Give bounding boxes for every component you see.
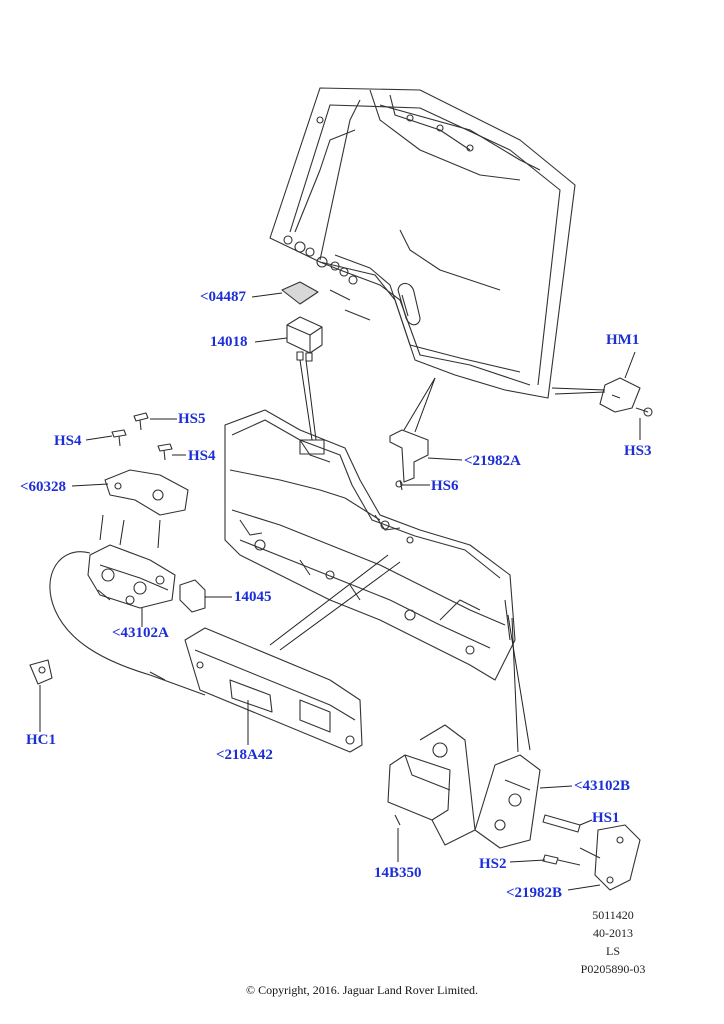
callout-14b350: 14B350 <box>374 865 422 881</box>
part-hc1-cable <box>29 551 206 696</box>
part-218a42-module <box>184 627 363 753</box>
part-14018-switch <box>286 316 323 362</box>
callout-21982b: <21982B <box>506 885 563 901</box>
callout-04487: <04487 <box>200 289 247 305</box>
copyright-notice: © Copyright, 2016. Jaguar Land Rover Lim… <box>245 983 479 997</box>
callout-21982a: <21982A <box>464 453 521 469</box>
part-21982a-bracket <box>389 429 429 491</box>
reference-line-3: LS <box>605 944 620 958</box>
reference-line-1: 5011420 <box>592 908 634 922</box>
callout-hs5: HS5 <box>178 411 206 427</box>
part-14b350-actuator <box>387 724 476 846</box>
callout-218a42: <218A42 <box>216 747 273 763</box>
callout-hs4-right: HS4 <box>188 448 216 464</box>
callout-hs2: HS2 <box>479 856 507 872</box>
lower-tailgate-panel <box>224 409 516 681</box>
part-21982b-striker <box>579 824 641 891</box>
callout-hs1: HS1 <box>592 810 620 826</box>
part-04487 <box>281 281 319 305</box>
upper-tailgate-panel <box>269 87 576 399</box>
reference-line-4: P0205890-03 <box>580 962 646 976</box>
callout-14045: 14045 <box>234 589 272 605</box>
reference-line-2: 40-2013 <box>593 926 633 940</box>
screws-hs4-hs5 <box>111 412 173 461</box>
callout-hs6: HS6 <box>431 478 459 494</box>
callout-60328: <60328 <box>20 479 67 495</box>
callout-43102a: <43102A <box>112 625 169 641</box>
callout-hs3: HS3 <box>624 443 652 459</box>
callout-hs4-left: HS4 <box>54 433 82 449</box>
part-43102a-latch <box>87 544 176 609</box>
callout-43102b: <43102B <box>574 778 631 794</box>
part-60328-bracket <box>104 469 189 516</box>
callout-14018: 14018 <box>210 334 248 350</box>
callout-hc1: HC1 <box>26 732 56 748</box>
part-14045-actuator <box>179 579 206 613</box>
part-hm1-hinge <box>599 377 653 417</box>
part-43102b-latch <box>474 754 541 849</box>
callout-hm1: HM1 <box>606 332 640 348</box>
leader-lines <box>39 292 641 891</box>
screws-hs1-hs2 <box>542 814 581 866</box>
